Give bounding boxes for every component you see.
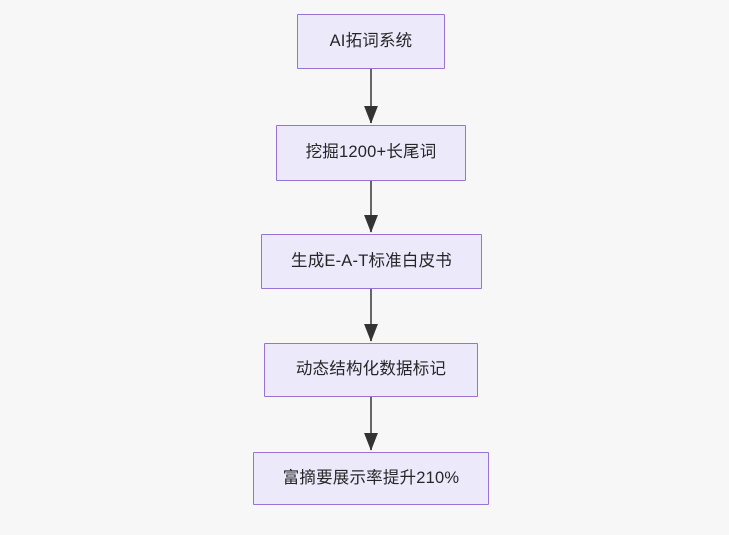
flow-node-label: 富摘要展示率提升210% xyxy=(282,468,460,487)
flow-node-label: 挖掘1200+长尾词 xyxy=(305,143,437,162)
flow-node-ai-keyword-system[interactable]: AI拓词系统 xyxy=(297,14,445,69)
flow-node-label: 动态结构化数据标记 xyxy=(295,360,447,379)
flow-node-generate-eat-whitepaper[interactable]: 生成E-A-T标准白皮书 xyxy=(261,234,482,289)
flow-node-dynamic-structured-data-markup[interactable]: 动态结构化数据标记 xyxy=(264,343,478,397)
flow-node-label: AI拓词系统 xyxy=(329,31,413,50)
flow-node-rich-snippet-impression-uplift[interactable]: 富摘要展示率提升210% xyxy=(253,452,489,505)
flow-node-label: 生成E-A-T标准白皮书 xyxy=(291,251,452,270)
flow-node-mine-longtail-keywords[interactable]: 挖掘1200+长尾词 xyxy=(276,125,466,181)
